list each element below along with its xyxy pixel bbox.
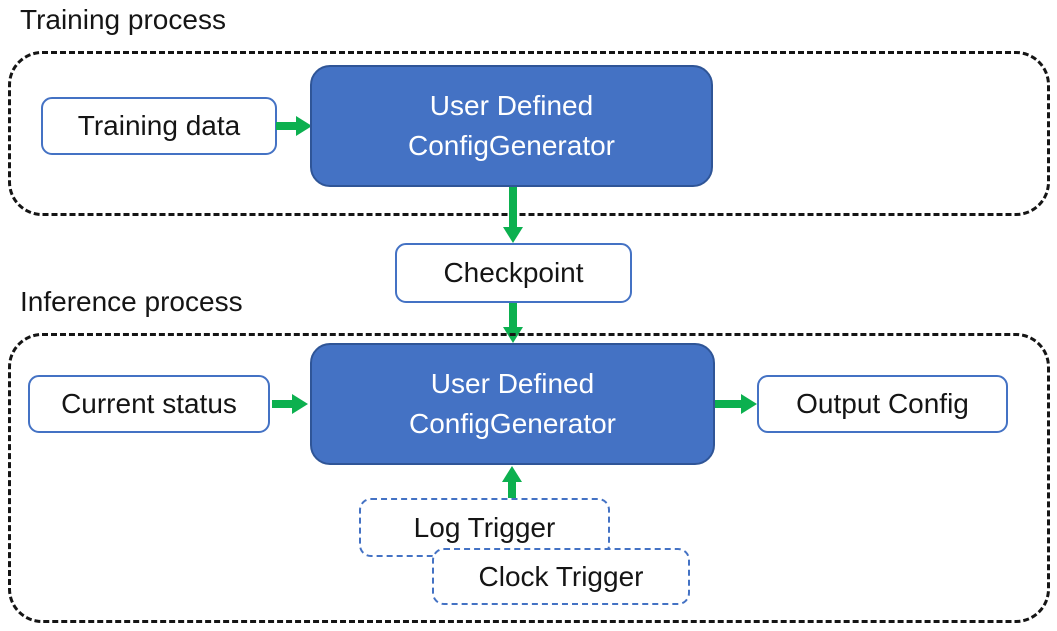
inference-process-container <box>8 333 1050 623</box>
training-process-label: Training process <box>20 4 226 35</box>
training-data-box: Training data <box>41 97 277 155</box>
inference-config-generator-line2: ConfigGenerator <box>408 408 616 439</box>
inference-config-generator-box: User Defined ConfigGenerator <box>310 343 715 465</box>
inference-process-label: Inference process <box>20 286 243 317</box>
current-status-box: Current status <box>28 375 270 433</box>
output-config-box: Output Config <box>757 375 1008 433</box>
training-config-generator-line2: ConfigGenerator <box>407 130 615 161</box>
clock-trigger-label: Clock Trigger <box>478 560 644 592</box>
checkpoint-label: Checkpoint <box>443 257 584 288</box>
checkpoint-box: Checkpoint <box>395 243 632 303</box>
clock-trigger-box: Clock Trigger <box>432 548 690 605</box>
inference-config-generator-line1: User Defined <box>430 368 595 399</box>
training-process-container <box>8 51 1050 216</box>
training-config-generator-box: User Defined ConfigGenerator <box>310 65 713 187</box>
current-status-label: Current status <box>61 388 237 419</box>
arrow-right-current-status-to-generator-icon <box>272 394 308 414</box>
log-trigger-box: Log Trigger <box>359 498 610 557</box>
log-trigger-label: Log Trigger <box>413 511 556 543</box>
arrow-down-generator-to-checkpoint-icon <box>503 187 523 243</box>
arrow-right-training-data-to-generator-icon <box>276 116 312 136</box>
output-config-label: Output Config <box>796 388 969 419</box>
training-data-label: Training data <box>77 110 241 141</box>
arrow-right-generator-to-output-config-icon <box>715 394 757 414</box>
training-config-generator-line1: User Defined <box>429 90 594 121</box>
arrow-up-trigger-to-generator-icon <box>502 466 522 498</box>
